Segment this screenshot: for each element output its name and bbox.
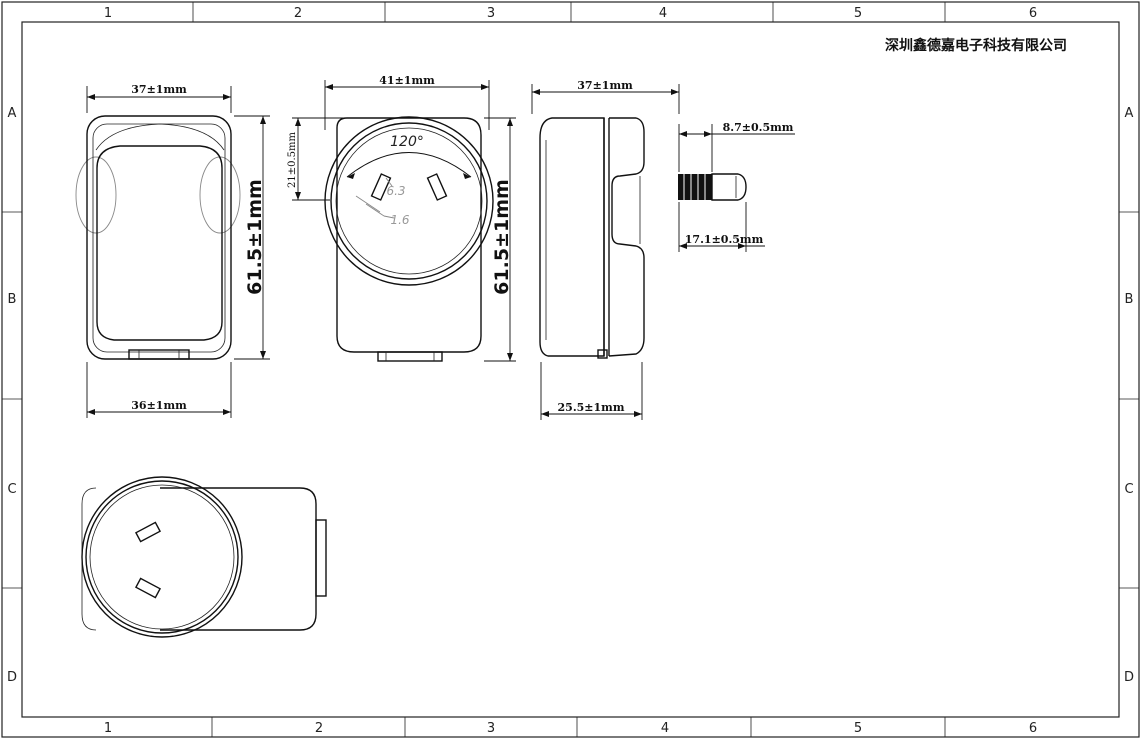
top-view (81, 476, 327, 638)
side-view (539, 117, 747, 359)
dim-pin-width: 8.7±0.5mm (723, 121, 794, 134)
dim-pin-thickness: 1.6 (390, 213, 409, 227)
row-label-left-c: C (7, 482, 16, 497)
dim-face-height: 61.5±1mm (491, 179, 513, 295)
col-label-top-4: 4 (659, 6, 667, 21)
col-label-bottom-1: 1 (104, 721, 112, 736)
col-label-bottom-5: 5 (854, 721, 862, 736)
col-label-bottom-2: 2 (315, 721, 323, 736)
front-view (75, 115, 241, 360)
col-label-top-1: 1 (104, 6, 112, 21)
col-label-top-6: 6 (1029, 6, 1037, 21)
row-label-right-c: C (1124, 482, 1133, 497)
top-pin-upper (134, 521, 162, 543)
col-label-top-2: 2 (294, 6, 302, 21)
face-view-dimensions (292, 80, 516, 362)
side-view-dimensions (531, 84, 795, 420)
col-label-top-3: 3 (487, 6, 495, 21)
dim-front-width-top: 37±1mm (131, 83, 187, 96)
col-label-bottom-3: 3 (487, 721, 495, 736)
face-view (324, 116, 494, 362)
dim-side-depth: 25.5±1mm (558, 401, 625, 414)
face-pin-left (370, 173, 392, 201)
dim-front-height: 61.5±1mm (244, 179, 266, 295)
dim-face-width: 41±1mm (379, 74, 435, 87)
col-label-top-5: 5 (854, 6, 862, 21)
row-label-left-d: D (7, 670, 17, 685)
company-name: 深圳鑫德嘉电子科技有限公司 (885, 37, 1067, 54)
col-label-bottom-6: 6 (1029, 721, 1037, 736)
dim-face-pin-offset: 21±0.5mm (287, 132, 298, 188)
row-label-right-a: A (1125, 106, 1134, 121)
row-label-right-b: B (1125, 292, 1134, 307)
dim-pin-length: 6.3 (386, 184, 405, 198)
dim-side-width: 37±1mm (577, 79, 633, 92)
dim-face-angle: 120° (390, 134, 424, 150)
front-view-dimensions (86, 86, 270, 418)
col-label-bottom-4: 4 (661, 721, 669, 736)
dim-front-width-bottom: 36±1mm (131, 399, 187, 412)
face-pin-right (426, 173, 448, 201)
row-label-left-b: B (8, 292, 17, 307)
row-label-right-d: D (1124, 670, 1134, 685)
side-pin (678, 173, 747, 201)
row-label-left-a: A (8, 106, 17, 121)
top-pin-lower (134, 577, 162, 599)
dim-pin-projection: 17.1±0.5mm (685, 233, 764, 246)
